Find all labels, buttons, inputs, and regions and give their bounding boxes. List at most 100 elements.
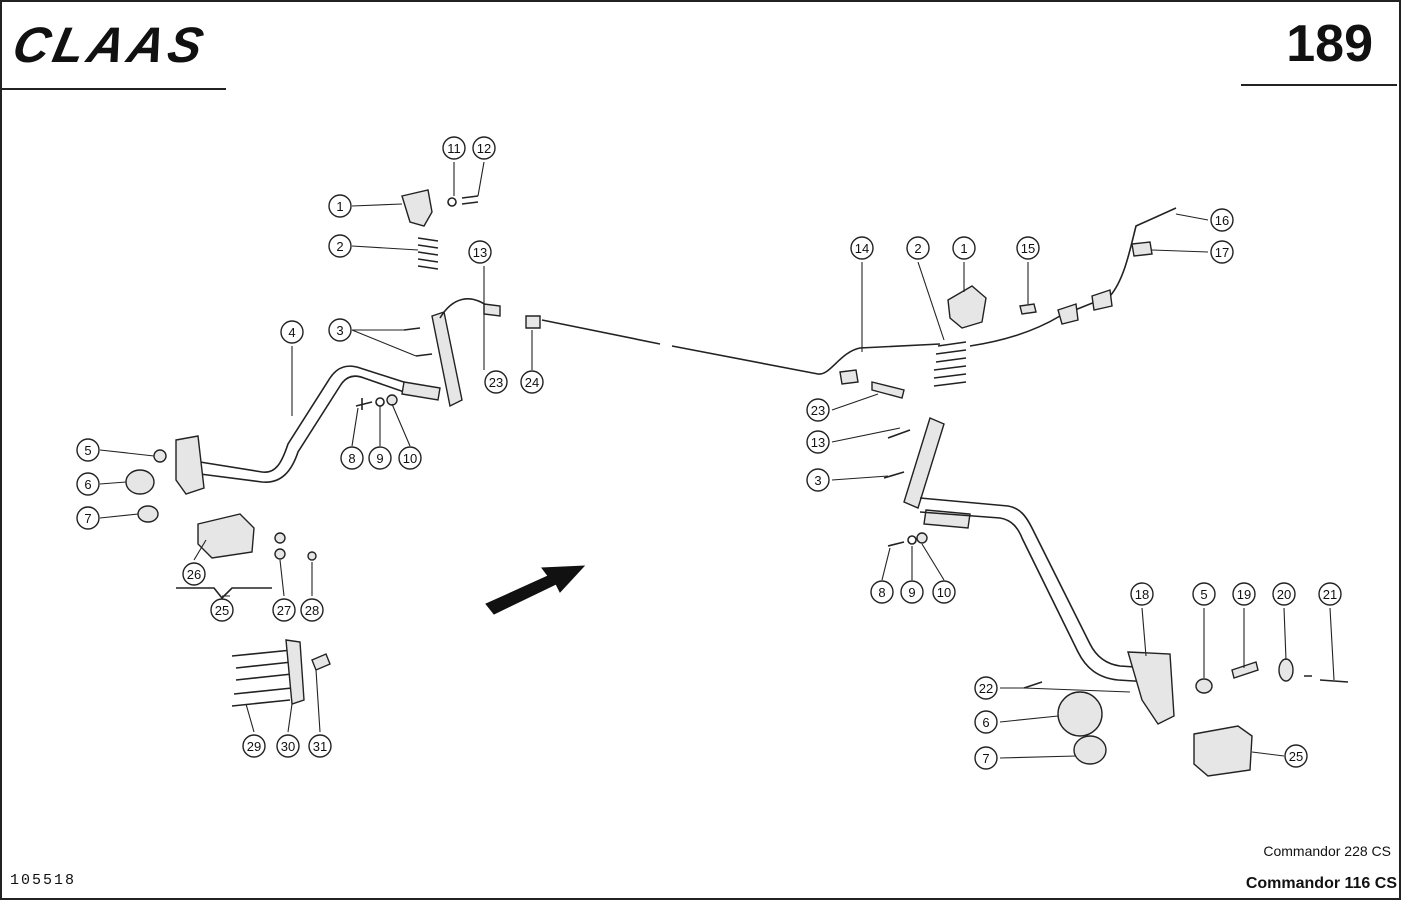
switch-housing-part xyxy=(197,513,255,559)
callout-circle xyxy=(1284,744,1308,768)
gear-part xyxy=(1278,658,1294,682)
callout-29: 29 xyxy=(242,734,266,758)
left-pedal-assembly xyxy=(125,189,541,707)
callout-label: 10 xyxy=(403,451,417,466)
callout-8: 8 xyxy=(340,446,364,470)
spring-part xyxy=(417,237,439,270)
callout-7: 7 xyxy=(76,506,100,530)
callout-circle xyxy=(76,472,100,496)
callout-label: 12 xyxy=(477,141,491,156)
lever-arm-part xyxy=(431,311,463,408)
callout-label: 18 xyxy=(1135,587,1149,602)
callout-label: 1 xyxy=(960,241,967,256)
callout-label: 6 xyxy=(84,477,91,492)
callout-label: 7 xyxy=(84,511,91,526)
model-label-secondary: Commandor 116 CS xyxy=(1245,875,1397,892)
connector-part xyxy=(525,315,541,329)
callout-12: 12 xyxy=(472,136,496,160)
callout-label: 24 xyxy=(525,375,539,390)
callout-16: 16 xyxy=(1210,208,1234,232)
callout-label: 25 xyxy=(1289,749,1303,764)
callout-circle xyxy=(806,398,830,422)
callout-5: 5 xyxy=(1192,582,1216,606)
callout-18: 18 xyxy=(1130,582,1154,606)
callout-circle xyxy=(328,318,352,342)
nut-part xyxy=(386,394,398,406)
connector-part xyxy=(1091,289,1113,311)
nut-part xyxy=(916,532,928,544)
callout-circle xyxy=(468,240,492,264)
washer-part xyxy=(447,197,457,207)
connector-part xyxy=(871,381,905,399)
spring-part xyxy=(933,341,967,387)
callout-label: 9 xyxy=(908,585,915,600)
connector-part xyxy=(839,369,859,385)
callout-circle xyxy=(1210,208,1234,232)
callout-label: 28 xyxy=(305,603,319,618)
callout-15: 15 xyxy=(1016,236,1040,260)
washer-part xyxy=(375,397,385,407)
pedal-rod-part xyxy=(919,497,1151,669)
cable-part xyxy=(969,207,1177,347)
callout-label: 23 xyxy=(811,403,825,418)
pin-part xyxy=(883,429,911,479)
callout-circle xyxy=(300,598,324,622)
pedal-plate-part xyxy=(175,435,205,495)
screw-part xyxy=(1023,681,1043,689)
pedal-rod-part xyxy=(199,375,411,483)
clamp-part xyxy=(947,285,987,329)
callout-3: 3 xyxy=(328,318,352,342)
callout-label: 1 xyxy=(336,199,343,214)
callout-circle xyxy=(340,446,364,470)
clip-part xyxy=(1019,303,1037,315)
callout-11: 11 xyxy=(442,136,466,160)
callout-label: 29 xyxy=(247,739,261,754)
callout-17: 17 xyxy=(1210,240,1234,264)
screw-part xyxy=(274,548,286,560)
callout-label: 20 xyxy=(1277,587,1291,602)
callout-25: 25 xyxy=(1284,744,1308,768)
callout-label: 13 xyxy=(473,245,487,260)
switch-housing-part xyxy=(1193,725,1253,777)
callout-13: 13 xyxy=(468,240,492,264)
pedal-rod-part xyxy=(919,511,1151,683)
callout-10: 10 xyxy=(932,580,956,604)
callout-circle xyxy=(308,734,332,758)
callout-label: 26 xyxy=(187,567,201,582)
lamp-part xyxy=(1057,691,1103,737)
callout-circle xyxy=(974,676,998,700)
washer-part xyxy=(907,535,917,545)
callout-circle xyxy=(76,438,100,462)
callout-circle xyxy=(1130,582,1154,606)
screw-part xyxy=(274,532,286,544)
brand-rule xyxy=(0,88,226,90)
bolt-part xyxy=(461,195,479,205)
callout-label: 5 xyxy=(1200,587,1207,602)
callout-10: 10 xyxy=(398,446,422,470)
callout-label: 6 xyxy=(982,715,989,730)
lens-part xyxy=(1073,735,1107,765)
callout-label: 19 xyxy=(1237,587,1251,602)
callout-circle xyxy=(328,234,352,258)
cap-part xyxy=(153,449,167,463)
callout-30: 30 xyxy=(276,734,300,758)
document-id: 105518 xyxy=(10,872,77,889)
callout-22: 22 xyxy=(974,676,998,700)
callout-label: 3 xyxy=(814,473,821,488)
callout-25: 25 xyxy=(210,598,234,622)
callout-circle xyxy=(484,370,508,394)
cap-part xyxy=(1195,678,1213,694)
terminal-part xyxy=(1131,241,1153,257)
callout-circle xyxy=(1232,582,1256,606)
callout-circle xyxy=(974,746,998,770)
plug-part xyxy=(285,639,305,705)
pin-part xyxy=(403,327,433,357)
lever-arm-part xyxy=(903,417,945,509)
callout-label: 15 xyxy=(1021,241,1035,256)
callout-circle xyxy=(368,446,392,470)
callout-1: 1 xyxy=(952,236,976,260)
callout-circle xyxy=(472,136,496,160)
callout-circle xyxy=(850,236,874,260)
callout-13: 13 xyxy=(806,430,830,454)
